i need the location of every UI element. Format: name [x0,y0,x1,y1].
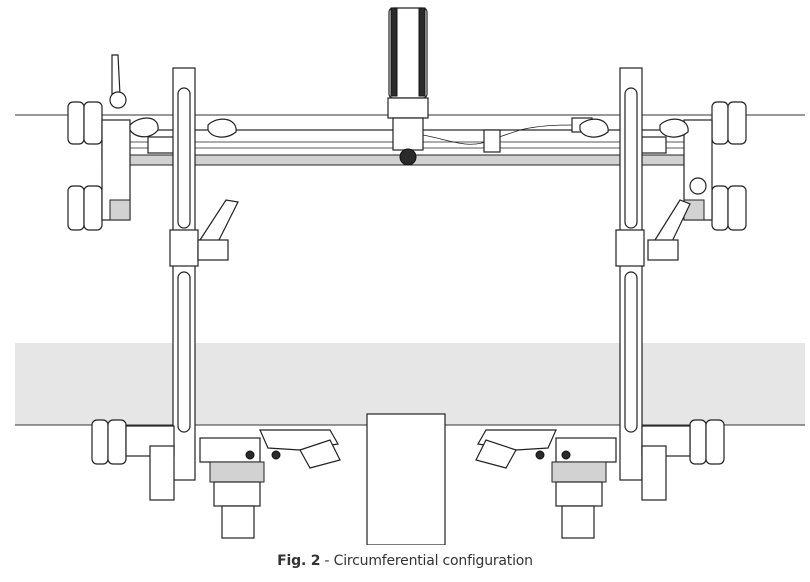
left-wheel-mid [67,185,103,231]
clamp-assembly-diagram [15,7,805,546]
left-lever [197,199,239,261]
figure-caption: Fig. 2 - Circumferential configuration [0,553,810,569]
right-bracket-top [579,118,713,221]
motor-unit [387,7,593,166]
left-vertical-frame [169,67,199,481]
right-lever [647,199,691,261]
left-wheel-top [67,101,103,145]
left-bracket-top [101,54,237,221]
right-vertical-frame [615,67,645,481]
caption-text: Circumferential configuration [333,553,533,569]
right-wheel-top [711,101,747,145]
pipe-band [15,343,805,425]
caption-separator: - [320,553,334,569]
right-wheel-bottom [689,419,725,465]
left-wheel-bottom [91,419,127,465]
right-wheel-mid [711,185,747,231]
left-lower-assembly [125,425,341,539]
center-block [366,413,446,546]
right-lower-assembly [475,425,691,539]
figure-label: Fig. 2 [277,553,321,569]
